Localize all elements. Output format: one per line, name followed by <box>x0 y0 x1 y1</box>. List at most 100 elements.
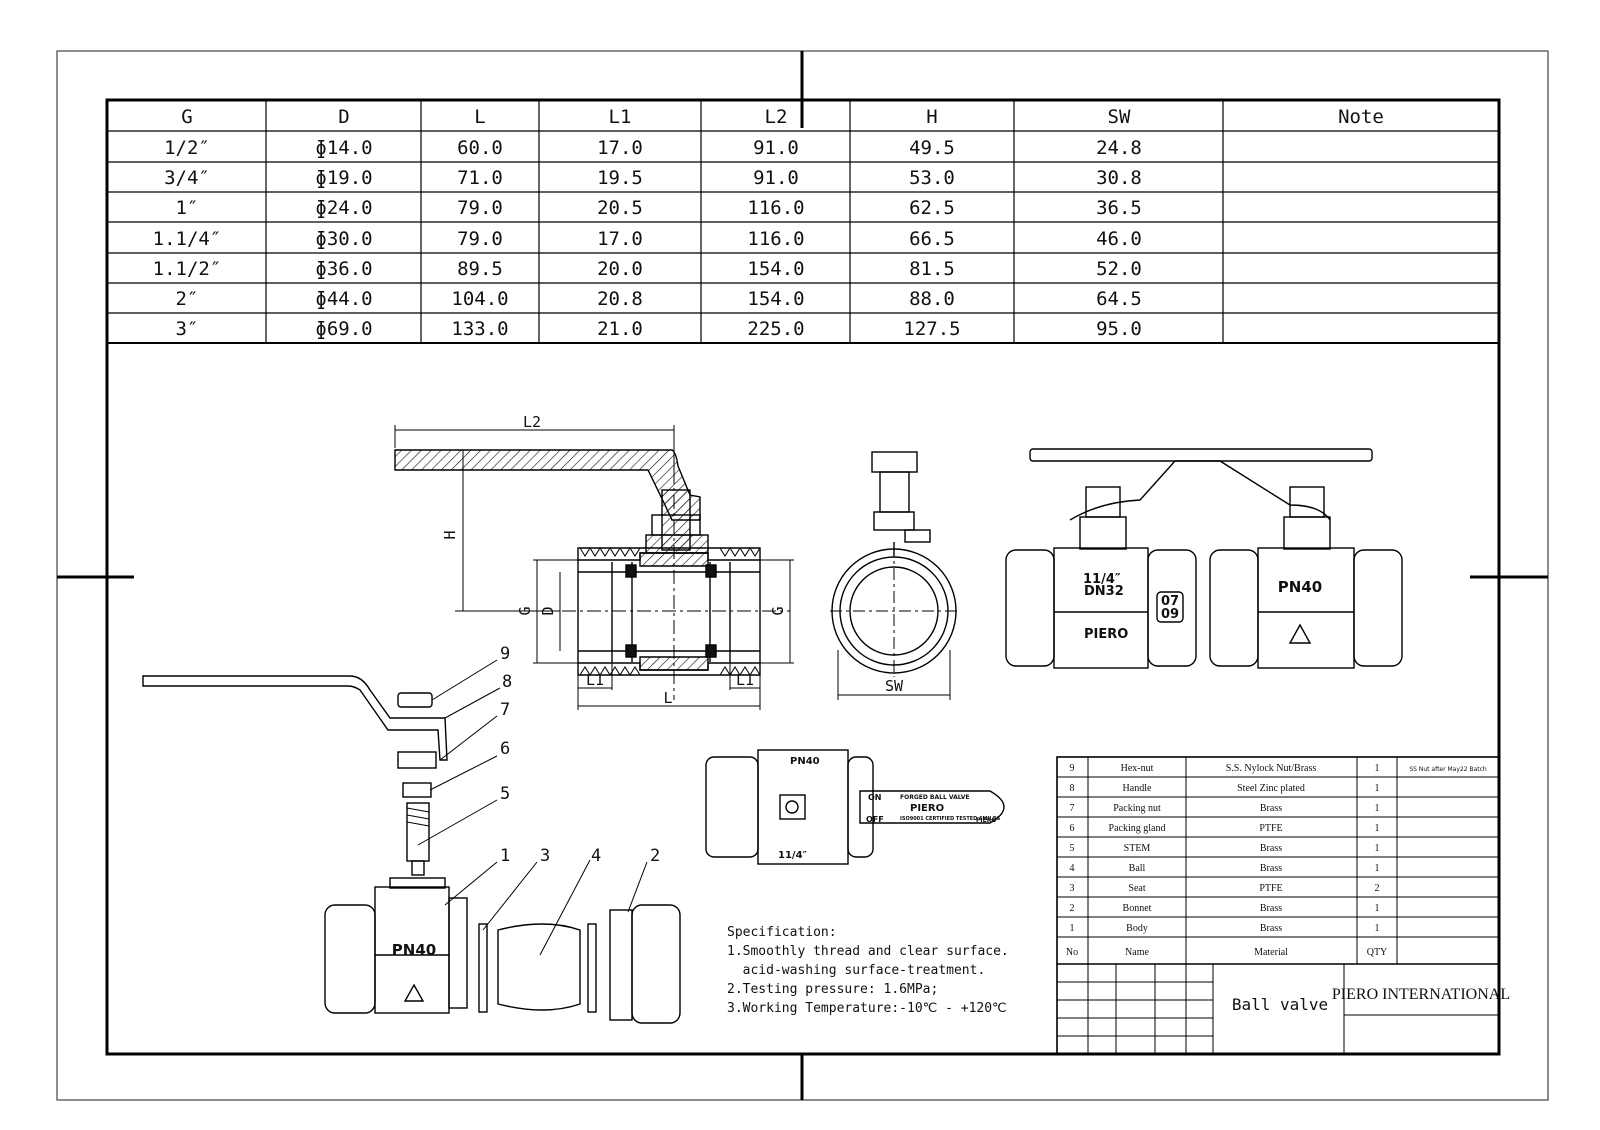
table-cell: ɸ44.0 <box>315 288 372 310</box>
body-logo-icon <box>403 983 425 1002</box>
bom-cell: Brass <box>1260 923 1282 934</box>
table-cell: 1″ <box>176 197 199 219</box>
bom-header-cell: QTY <box>1367 947 1388 958</box>
table-cell: 21.0 <box>597 318 643 340</box>
bom-cell: 8 <box>1070 783 1075 794</box>
table-cell: 20.5 <box>597 197 643 219</box>
bom-cell: SS Nut after May22 Batch <box>1409 766 1487 773</box>
exploded-callouts: 9 8 7 6 5 1 3 4 2 <box>500 644 660 866</box>
dim-label-sw: SW <box>885 677 904 695</box>
top-view-labels: PN40 11/4″ ON OFF FORGED BALL VALVE PIER… <box>778 756 1001 861</box>
front-pressure-label: PN40 <box>1278 578 1322 596</box>
spec-title: Specification: <box>727 925 837 940</box>
top-off-label: OFF <box>866 815 884 824</box>
table-cell: 225.0 <box>747 318 804 340</box>
bom-cell: Hex-nut <box>1121 763 1154 774</box>
bom-cell: 2 <box>1070 903 1075 914</box>
bom-cell: 1 <box>1375 823 1380 834</box>
bom-cell: Handle <box>1123 783 1152 794</box>
table-cell: 46.0 <box>1096 228 1142 250</box>
table-header-cell: L1 <box>609 106 632 128</box>
handle-text-3: ISO9001 CERTIFIED TESTED 6MILOS <box>900 816 1001 822</box>
front-date-bottom: 09 <box>1161 607 1179 622</box>
bom-cell: Brass <box>1260 903 1282 914</box>
callout-5: 5 <box>500 784 510 804</box>
bom-cell: 7 <box>1070 803 1075 814</box>
bom-cell: 3 <box>1070 883 1075 894</box>
bom-cell: STEM <box>1124 843 1151 854</box>
bom-cell: Packing gland <box>1109 823 1166 834</box>
bom-cell: Steel Zinc plated <box>1237 783 1305 794</box>
bom-cell: 1 <box>1375 803 1380 814</box>
table-cell: ɸ24.0 <box>315 197 372 219</box>
bom-cell: 4 <box>1070 863 1075 874</box>
callout-7: 7 <box>500 700 510 720</box>
callout-2: 2 <box>650 846 660 866</box>
table-cell: 116.0 <box>747 197 804 219</box>
bom-header-cell: Name <box>1125 947 1149 958</box>
table-cell: 64.5 <box>1096 288 1142 310</box>
table-cell: 116.0 <box>747 228 804 250</box>
table-cell: 71.0 <box>457 167 503 189</box>
dim-label-l: L <box>663 689 672 707</box>
table-cell: 3″ <box>176 318 199 340</box>
table-header-cell: L2 <box>765 106 788 128</box>
handle-text-1: FORGED BALL VALVE <box>900 794 969 801</box>
table-cell: 133.0 <box>451 318 508 340</box>
spec-line-4: 3.Working Temperature:-10℃ - +120℃ <box>727 1001 1007 1016</box>
table-cell: 81.5 <box>909 258 955 280</box>
dim-label-g-right: G <box>769 606 787 615</box>
front-size-label: 11/4″ <box>1083 572 1121 587</box>
table-cell: 60.0 <box>457 137 503 159</box>
exploded-body-stamp: PN40 <box>392 941 436 959</box>
table-cell: 49.5 <box>909 137 955 159</box>
table-cell: 17.0 <box>597 137 643 159</box>
front-dn-label: DN32 <box>1084 584 1124 599</box>
table-cell: 20.0 <box>597 258 643 280</box>
table-header-cell: L <box>474 106 485 128</box>
bom-cell: 1 <box>1375 863 1380 874</box>
table-cell: 1/2″ <box>164 137 210 159</box>
table-cell: 154.0 <box>747 258 804 280</box>
bom-cell: PTFE <box>1259 883 1282 894</box>
top-stamp: PN40 <box>790 756 820 767</box>
section-view <box>394 425 794 710</box>
table-cell: 36.5 <box>1096 197 1142 219</box>
table-header-cell: H <box>926 106 937 128</box>
table-cell: 154.0 <box>747 288 804 310</box>
table-cell: ɸ36.0 <box>315 258 372 280</box>
table-cell: 127.5 <box>903 318 960 340</box>
bom-cell: 1 <box>1375 923 1380 934</box>
table-cell: 20.8 <box>597 288 643 310</box>
front-brand-label: PIERO <box>1084 627 1128 642</box>
bom-cell: PTFE <box>1259 823 1282 834</box>
bom-cell: Seat <box>1128 883 1145 894</box>
bom-cell: Bonnet <box>1123 903 1152 914</box>
title-company: PIERO INTERNATIONAL <box>1332 986 1510 1003</box>
top-size-label: 11/4″ <box>778 850 808 861</box>
section-view-labels: L2 H G D G L1 L1 L <box>441 413 787 707</box>
bom-header-cell: No <box>1066 947 1078 958</box>
bom-cell: 5 <box>1070 843 1075 854</box>
bom-cell: 1 <box>1375 843 1380 854</box>
table-cell: 89.5 <box>457 258 503 280</box>
table-cell: 66.5 <box>909 228 955 250</box>
dim-label-l1-left: L1 <box>586 671 604 689</box>
table-cell: ɸ30.0 <box>315 228 372 250</box>
bom-cell: Brass <box>1260 803 1282 814</box>
table-cell: 52.0 <box>1096 258 1142 280</box>
centering-marks <box>57 51 1548 1100</box>
bom-cell: Brass <box>1260 863 1282 874</box>
exploded-view <box>142 659 681 1024</box>
bom-cell: 9 <box>1070 763 1075 774</box>
title-part-name: Ball valve <box>1232 995 1328 1014</box>
callout-4: 4 <box>591 846 601 866</box>
table-cell: 95.0 <box>1096 318 1142 340</box>
table-cell: 104.0 <box>451 288 508 310</box>
callout-8: 8 <box>502 672 512 692</box>
table-header-cell: D <box>338 106 349 128</box>
bom-cell: S.S. Nylock Nut/Brass <box>1226 763 1317 774</box>
table-cell: 62.5 <box>909 197 955 219</box>
bom-cell: Brass <box>1260 843 1282 854</box>
